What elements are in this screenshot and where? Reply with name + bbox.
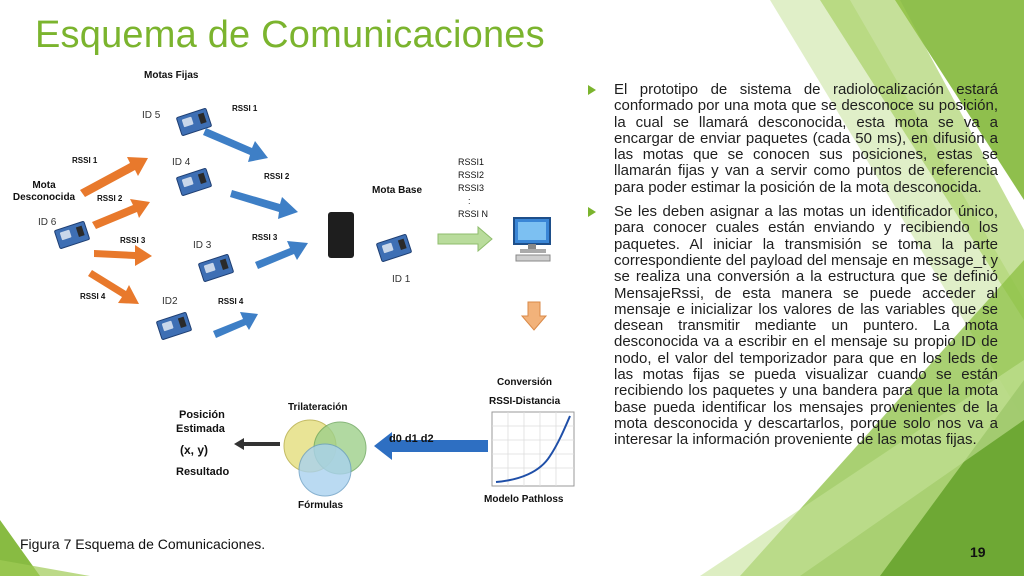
mota-desconocida-label: Mota Desconocida <box>12 180 76 203</box>
figure-caption: Figura 7 Esquema de Comunicaciones. <box>20 536 266 552</box>
formulas-label: Fórmulas <box>298 500 344 511</box>
rssi-right-1: RSSI 1 <box>232 104 258 113</box>
rssi-list-item: RSSI1 <box>458 157 485 167</box>
page-title: Esquema de Comunicaciones <box>35 14 545 56</box>
rssi-right-3: RSSI 3 <box>252 233 278 242</box>
rssi-list: RSSI1 RSSI2 RSSI3 : RSSI N <box>458 156 498 221</box>
rssi-list-item: RSSI N <box>458 209 489 219</box>
posicion-label: Posición <box>179 409 225 421</box>
mote-id3-icon <box>197 253 235 283</box>
bullet-text-2: Se les deben asignar a las motas un iden… <box>614 203 998 449</box>
estimada-label: Estimada <box>176 423 225 435</box>
id1-label: ID 1 <box>392 274 411 285</box>
conversion-label: Conversión <box>497 377 553 388</box>
rssi-left-3: RSSI 3 <box>120 236 146 245</box>
trilateracion-label: Trilateración <box>288 402 348 413</box>
xy-label: (x, y) <box>180 443 209 457</box>
bullet-text-1: El prototipo de sistema de radiolocaliza… <box>614 81 998 196</box>
triangle-bullet-icon <box>588 207 596 218</box>
bullet-list: El prototipo de sistema de radiolocaliza… <box>588 81 998 457</box>
rssi-list-item: RSSI2 <box>458 170 485 180</box>
mote-id6-icon <box>53 220 91 250</box>
rssi-right-4: RSSI 4 <box>218 297 244 306</box>
distances-label: d0 d1 d2 <box>389 433 434 445</box>
rssi-left-2: RSSI 2 <box>97 194 123 203</box>
pathloss-curve-icon <box>491 411 575 487</box>
computer-icon <box>513 217 551 262</box>
rssi-right-2: RSSI 2 <box>264 172 290 181</box>
rssi-list-item: : <box>468 196 471 206</box>
resultado-label: Resultado <box>176 466 230 478</box>
mota-base-label: Mota Base <box>372 185 423 196</box>
mote-id5-icon <box>175 107 213 137</box>
trilateration-circles-icon <box>283 419 367 497</box>
mote-id1-icon <box>375 233 413 263</box>
mote-id4-icon <box>175 167 213 197</box>
triangle-bullet-icon <box>588 85 596 95</box>
bullet-item: Se les deben asignar a las motas un iden… <box>588 203 998 449</box>
rssi-left-1: RSSI 1 <box>72 156 98 165</box>
id4-label: ID 4 <box>172 157 191 168</box>
bullet-item: El prototipo de sistema de radiolocaliza… <box>588 81 998 196</box>
page-number: 19 <box>970 544 986 560</box>
modelo-pathloss-label: Modelo Pathloss <box>484 494 564 505</box>
id6-label: ID 6 <box>38 217 57 228</box>
id3-label: ID 3 <box>193 240 212 251</box>
id2-label: ID2 <box>162 296 178 307</box>
mote-id2-icon <box>155 311 193 341</box>
rssi-left-4: RSSI 4 <box>80 292 106 301</box>
rssi-list-item: RSSI3 <box>458 183 485 193</box>
rssi-distancia-label: RSSI-Distancia <box>489 396 561 407</box>
id5-label: ID 5 <box>142 110 161 121</box>
base-station-icon <box>328 212 354 258</box>
motas-fijas-label: Motas Fijas <box>144 70 199 81</box>
